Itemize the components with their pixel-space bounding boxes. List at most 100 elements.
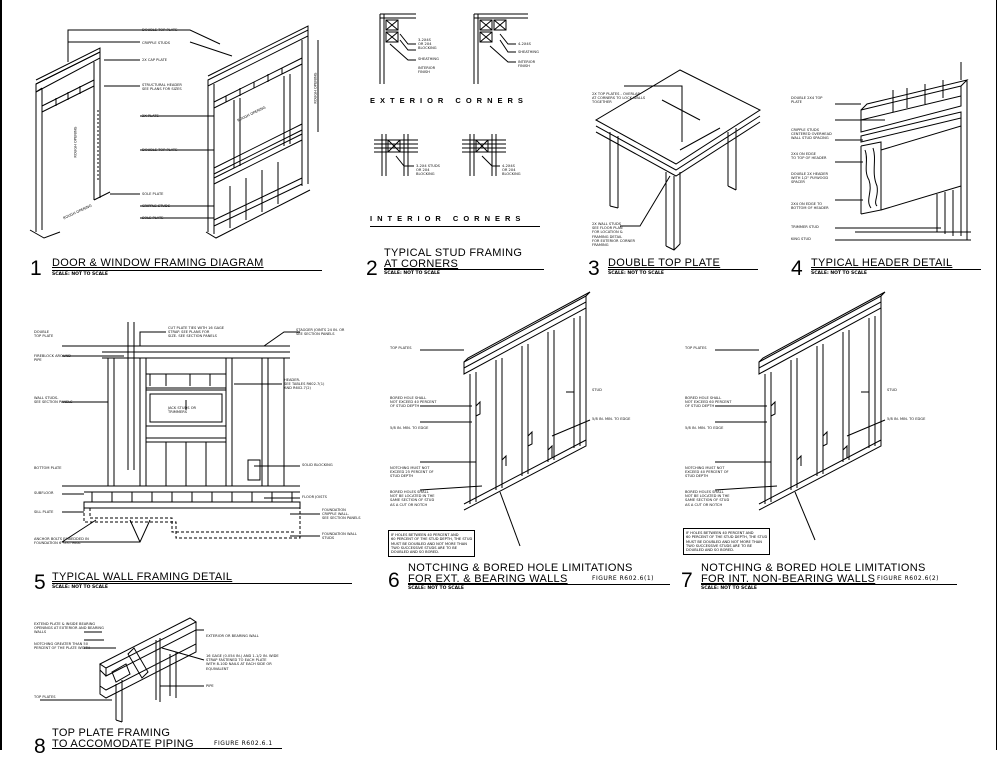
- detail-4-title: TYPICAL HEADER DETAIL: [811, 257, 953, 269]
- detail-5-label-foundation-wall: FOUNDATION WALL STUDS: [322, 532, 357, 541]
- detail-6-notching-ext-bearing: TOP PLATES BORED HOLE SHALL NOT EXCEED 4…: [380, 290, 680, 595]
- detail-2-label-ext-a-sheathing: SHEATHING: [418, 57, 439, 61]
- detail-1-label-double-top-plate-2: DOUBLE TOP PLATE: [142, 148, 178, 152]
- detail-7-label-bored-holes-location: BORED HOLES SHALL NOT BE LOCATED IN THE …: [685, 490, 730, 507]
- detail-5-label-stagger-joints: STAGGER JOINTS 24 IN. OR SEE SECTION PAN…: [296, 328, 345, 337]
- detail-8-number: 8: [34, 735, 46, 758]
- detail-2-scale: SCALE: NOT TO SCALE: [384, 271, 440, 276]
- detail-8-figure-ref: FIGURE R602.6.1: [214, 740, 273, 747]
- detail-2-label-int-a-blocking: 3-2X4 STUDS OR 2X4 BLOCKING: [416, 164, 440, 177]
- detail-6-label-stud: STUD: [592, 388, 602, 392]
- detail-8-label-top-plates: TOP PLATES: [34, 695, 56, 699]
- detail-3-title: DOUBLE TOP PLATE: [608, 257, 721, 269]
- detail-8-label-exterior-wall: EXTERIOR OR BEARING WALL: [206, 634, 259, 638]
- detail-3-double-top-plate: 2X TOP PLATES - OVERLAP AT CORNERS TO LO…: [580, 0, 770, 280]
- detail-6-label-bored-holes-location: BORED HOLES SHALL NOT BE LOCATED IN THE …: [390, 490, 435, 507]
- detail-5-typical-wall-framing: DOUBLE TOP PLATE FIREBLOCK AROUND PIPE W…: [0, 310, 370, 595]
- detail-2-caption-rule: [370, 226, 540, 227]
- detail-6-title-line2: FOR EXT. & BEARING WALLS: [408, 573, 568, 585]
- detail-2-caption-interior: INTERIOR CORNERS: [370, 214, 526, 223]
- detail-3-label-top-plates: 2X TOP PLATES - OVERLAP AT CORNERS TO LO…: [592, 92, 646, 105]
- detail-5-label-jack-studs: JACK STUDS OR TRIMMERS: [168, 406, 197, 415]
- detail-1-label-sole-plate-2: SOLE PLATE: [142, 216, 164, 220]
- detail-1-dim-rough-opening-4: ROUGH OPENING: [313, 72, 318, 104]
- detail-7-label-stud: STUD: [887, 388, 897, 392]
- detail-2-caption-exterior: EXTERIOR CORNERS: [370, 96, 528, 105]
- detail-7-label-bored-hole: BORED HOLE SHALL NOT EXCEED 60 PERCENT O…: [685, 396, 732, 409]
- detail-3-drawing: [594, 69, 762, 251]
- detail-5-label-sill-plate: SILL PLATE: [34, 510, 54, 514]
- detail-7-number: 7: [681, 569, 693, 592]
- detail-4-label-2x4-bottom: 2X4 ON EDGE TO BOTTOM OF HEADER: [791, 202, 829, 211]
- detail-4-typical-header: DOUBLE 2X4 TOP PLATE CRIPPLE STUDS CENTE…: [785, 0, 995, 280]
- detail-4-title-rule: [811, 269, 981, 270]
- detail-1-door-window-framing: DOUBLE TOP PLATE CRIPPLE STUDS 2X CAP PL…: [0, 0, 340, 280]
- detail-1-label-structural-header: STRUCTURAL HEADER SEE PLANS FOR SIZES: [142, 83, 182, 92]
- detail-5-label-wall-studs: WALL STUDS- SEE SECTION PANELS: [34, 396, 73, 405]
- detail-2-drawing: [374, 13, 528, 176]
- detail-5-label-double-top-plate: DOUBLE TOP PLATE: [34, 330, 54, 339]
- detail-4-label-king-stud: KING STUD: [791, 237, 811, 241]
- detail-1-label-2x-plate: 2X PLATE: [142, 114, 159, 118]
- detail-4-label-double-header: DOUBLE 2X HEADER WITH 1/2" PLYWOOD SPACE…: [791, 172, 829, 185]
- detail-2-label-ext-b-4-2x4s: 4-2X4S: [518, 42, 531, 46]
- detail-7-label-min-edge-1: 5/8 IN. MIN. TO EDGE: [685, 426, 724, 430]
- detail-2-label-ext-a-finish: INTERIOR FINISH: [418, 66, 436, 75]
- detail-6-label-min-edge-1: 5/8 IN. MIN. TO EDGE: [390, 426, 429, 430]
- detail-4-label-cripple-studs: CRIPPLE STUDS CENTERED OVERHEAD WALL STU…: [791, 128, 832, 141]
- sheet-border-left: [0, 0, 2, 750]
- detail-5-title-rule: [52, 583, 352, 584]
- detail-1-title: DOOR & WINDOW FRAMING DIAGRAM: [52, 257, 264, 269]
- detail-3-number: 3: [588, 257, 600, 280]
- detail-7-label-notching: NOTCHING MUST NOT EXCEED 40 PERCENT OF S…: [685, 466, 729, 479]
- detail-6-label-min-edge-2: 5/8 IN. MIN. TO EDGE: [592, 417, 631, 421]
- detail-8-label-strap: 16 GAGE (0.054 IN.) AND 1-1/2 IN. WIDE S…: [206, 654, 279, 671]
- detail-2-label-ext-a-blocking: 3-2X4S OR 2X4 BLOCKING: [418, 38, 437, 51]
- detail-5-drawing: [61, 322, 320, 543]
- detail-8-top-plate-piping: EXTEND PLATE & INSIDE BEARING OPENINGS A…: [0, 600, 320, 757]
- detail-8-label-notching: NOTCHING GREATER THAN 50 PERCENT OF THE …: [34, 642, 91, 651]
- detail-6-title-line1: NOTCHING & BORED HOLE LIMITATIONS: [408, 562, 633, 574]
- detail-5-label-solid-blocking: SOLID BLOCKING: [302, 463, 333, 467]
- detail-4-drawing: [835, 62, 971, 241]
- detail-5-label-cripple-wall: FOUNDATION CRIPPLE WALL- SEE SECTION PAN…: [322, 508, 361, 521]
- detail-3-title-rule: [608, 269, 758, 270]
- detail-4-number: 4: [791, 257, 803, 280]
- detail-6-drawing: [419, 291, 591, 547]
- detail-1-label-double-top-plate: DOUBLE TOP PLATE: [142, 28, 178, 32]
- detail-5-number: 5: [34, 571, 46, 594]
- detail-7-scale: SCALE: NOT TO SCALE: [701, 586, 757, 591]
- detail-4-label-double-top-plate: DOUBLE 2X4 TOP PLATE: [791, 96, 823, 105]
- detail-7-title-rule: [701, 584, 957, 585]
- detail-7-figure-ref: FIGURE R602.6(2): [877, 575, 939, 582]
- detail-7-title-line2: FOR INT. NON-BEARING WALLS: [701, 573, 876, 585]
- detail-2-title-rule: [384, 269, 544, 270]
- detail-2-title-line1: TYPICAL STUD FRAMING: [384, 247, 523, 259]
- detail-3-label-wall-studs: 2X WALL STUDS SEE FLOOR PLAN FOR LOCATIO…: [592, 222, 635, 248]
- detail-8-label-pipe: PIPE: [206, 684, 214, 688]
- detail-7-title-line1: NOTCHING & BORED HOLE LIMITATIONS: [701, 562, 926, 574]
- detail-5-label-fireblock: FIREBLOCK AROUND PIPE: [34, 354, 71, 363]
- detail-4-label-trimmer-stud: TRIMMER STUD: [791, 225, 819, 229]
- detail-3-scale: SCALE: NOT TO SCALE: [608, 271, 664, 276]
- detail-6-number: 6: [388, 569, 400, 592]
- detail-6-boxed-note: IF HOLES BETWEEN 40 PERCENT AND 60 PERCE…: [388, 530, 476, 558]
- detail-7-drawing: [714, 291, 886, 541]
- detail-8-title-rule: [52, 748, 282, 749]
- detail-1-title-rule: [52, 270, 322, 271]
- detail-8-title-line2: TO ACCOMODATE PIPING: [52, 738, 194, 750]
- detail-4-label-2x4-top: 2X4 ON EDGE TO TOP OF HEADER: [791, 152, 827, 161]
- detail-6-scale: SCALE: NOT TO SCALE: [408, 586, 464, 591]
- detail-1-drawing: [29, 25, 319, 239]
- detail-2-stud-framing-corners: 3-2X4S OR 2X4 BLOCKING SHEATHING INTERIO…: [360, 0, 560, 280]
- detail-6-label-top-plates: TOP PLATES: [390, 346, 412, 350]
- detail-1-label-cap-plate: 2X CAP PLATE: [142, 58, 168, 62]
- detail-5-label-cut-plate: CUT PLATE TIES WITH 16 GAGE STRAP. SEE P…: [168, 326, 225, 339]
- detail-7-label-min-edge-2: 5/8 IN. MIN. TO EDGE: [887, 417, 926, 421]
- detail-2-number: 2: [366, 257, 378, 280]
- detail-6-figure-ref: FIGURE R602.6(1): [592, 575, 654, 582]
- sheet-border-right: [996, 0, 997, 750]
- detail-7-label-top-plates: TOP PLATES: [685, 346, 707, 350]
- detail-8-title-line1: TOP PLATE FRAMING: [52, 727, 171, 739]
